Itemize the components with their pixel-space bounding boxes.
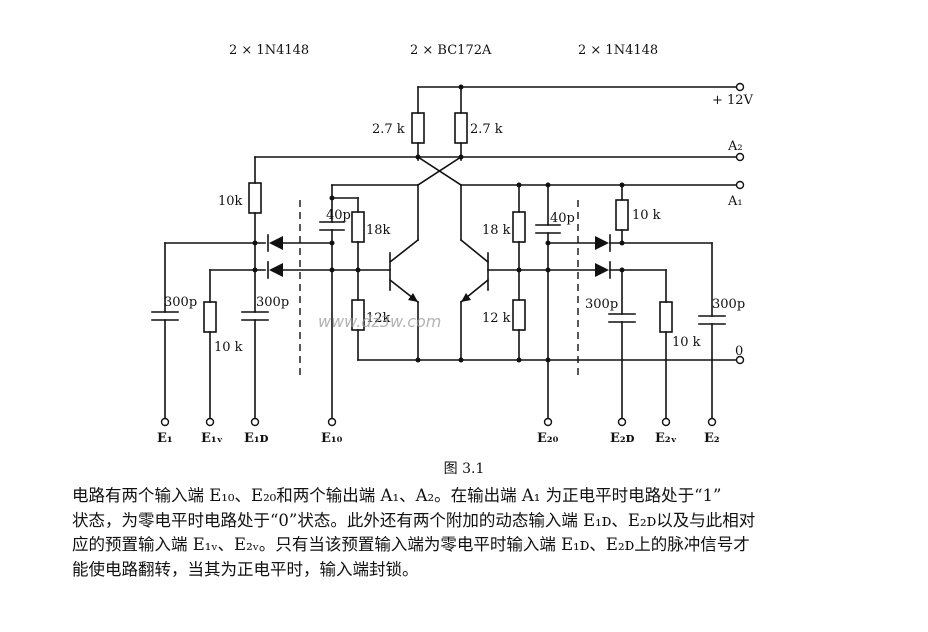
a1-terminal[interactable] — [735, 180, 745, 190]
e20-label: E₂₀ — [537, 431, 559, 446]
collector-resistor-right — [454, 86, 468, 158]
diode-left-upper — [164, 234, 335, 252]
c-300p-e2-label: 300p — [712, 297, 745, 312]
c-300p-e2d-label: 300p — [585, 297, 618, 312]
e2-label: E₂ — [704, 431, 720, 446]
left-bias-network — [319, 184, 365, 361]
right-bias-network — [512, 182, 561, 427]
e10-label: E₁₀ — [321, 431, 343, 446]
description-text: 电路有两个输入端 E₁₀、E₂₀和两个输出端 A₁、A₂。在输出端 A₁ 为正电… — [72, 484, 902, 582]
e1-label: E₁ — [157, 431, 173, 446]
diode-right-lower — [595, 261, 667, 279]
transistor-right — [459, 184, 596, 361]
input-e1-branch — [151, 242, 179, 427]
input-e1v-branch — [203, 269, 217, 427]
r-18k-left-label: 18k — [366, 223, 391, 238]
e2d-label: E₂ᴅ — [610, 431, 635, 446]
e2v-terminal[interactable] — [661, 417, 671, 427]
c-300p-e1-label: 300p — [164, 295, 197, 310]
description-line: 应的预置输入端 E₁ᵥ、E₂ᵥ。只有当该预置输入端为零电平时输入端 E₁ᴅ、E₂… — [72, 535, 750, 554]
watermark: www.dz3w.com — [318, 312, 441, 331]
e10-terminal[interactable] — [327, 417, 337, 427]
header-diodes-right: 2 × 1N4148 — [578, 43, 658, 58]
description-line: 电路有两个输入端 E₁₀、E₂₀和两个输出端 A₁、A₂。在输出端 A₁ 为正电… — [72, 486, 722, 505]
e20-terminal[interactable] — [543, 417, 553, 427]
r-12k-left-label: 12k — [366, 311, 391, 326]
e1-terminal[interactable] — [160, 417, 170, 427]
r-collector-right-label: 2.7 k — [470, 122, 503, 137]
input-e10-branch — [327, 269, 337, 427]
e1d-terminal[interactable] — [250, 417, 260, 427]
ground-terminal[interactable] — [735, 355, 745, 365]
output-a1-line — [331, 180, 745, 190]
a1-label: A₁ — [727, 194, 743, 209]
a2-terminal[interactable] — [735, 152, 745, 162]
vplus-label: + 12V — [712, 93, 754, 108]
input-e2-branch — [698, 242, 726, 427]
c-40p-right-label: 40p — [550, 211, 575, 226]
r-10k-e1v-label: 10 k — [214, 340, 243, 355]
description-line: 能使电路翻转，当其为正电平时，输入端封锁。 — [72, 559, 419, 579]
r-18k-right-label: 18 k — [482, 223, 511, 238]
e2d-terminal[interactable] — [617, 417, 627, 427]
e2-terminal[interactable] — [707, 417, 717, 427]
e1v-terminal[interactable] — [205, 417, 215, 427]
input-e1d-branch — [241, 242, 269, 427]
ground-label: 0 — [735, 344, 743, 359]
r-12k-right-label: 12 k — [482, 311, 511, 326]
e1d-label: E₁ᴅ — [244, 431, 269, 446]
c-40p-left-label: 40p — [326, 208, 351, 223]
header-transistors: 2 × BC172A — [410, 43, 492, 58]
e2v-label: E₂ᵥ — [655, 431, 677, 446]
r-10k-top-left-label: 10k — [218, 194, 243, 209]
diode-right-upper — [547, 234, 713, 252]
circuit-schematic: 2 × 1N4148 2 × BC172A 2 × 1N4148 + 12V 2… — [151, 43, 754, 446]
transistor-left — [388, 184, 420, 361]
input-e2d-branch — [608, 269, 636, 427]
a2-label: A₂ — [727, 139, 743, 154]
description-line: 状态，为零电平时电路处于“0”状态。此外还有两个附加的动态输入端 E₁ᴅ、E₂ᴅ… — [72, 510, 756, 530]
c-300p-e1d-label: 300p — [256, 295, 289, 310]
resistor-10k-top-left — [248, 156, 262, 244]
input-e2v-branch — [659, 269, 673, 427]
cross-coupling — [416, 155, 463, 187]
vplus-terminal[interactable] — [735, 82, 745, 92]
ground-rail — [357, 355, 745, 365]
e1v-label: E₁ᵥ — [201, 431, 223, 446]
figure-caption: 图 3.1 — [443, 461, 485, 477]
header-diodes-left: 2 × 1N4148 — [229, 43, 309, 58]
output-a2-line — [254, 152, 745, 162]
supply-rail: + 12V — [417, 82, 754, 108]
resistor-10k-top-right — [615, 184, 629, 244]
r-10k-top-right-label: 10 k — [632, 208, 661, 223]
r-10k-e2v-label: 10 k — [672, 335, 701, 350]
collector-resistor-left — [411, 86, 425, 158]
r-collector-left-label: 2.7 k — [372, 122, 405, 137]
